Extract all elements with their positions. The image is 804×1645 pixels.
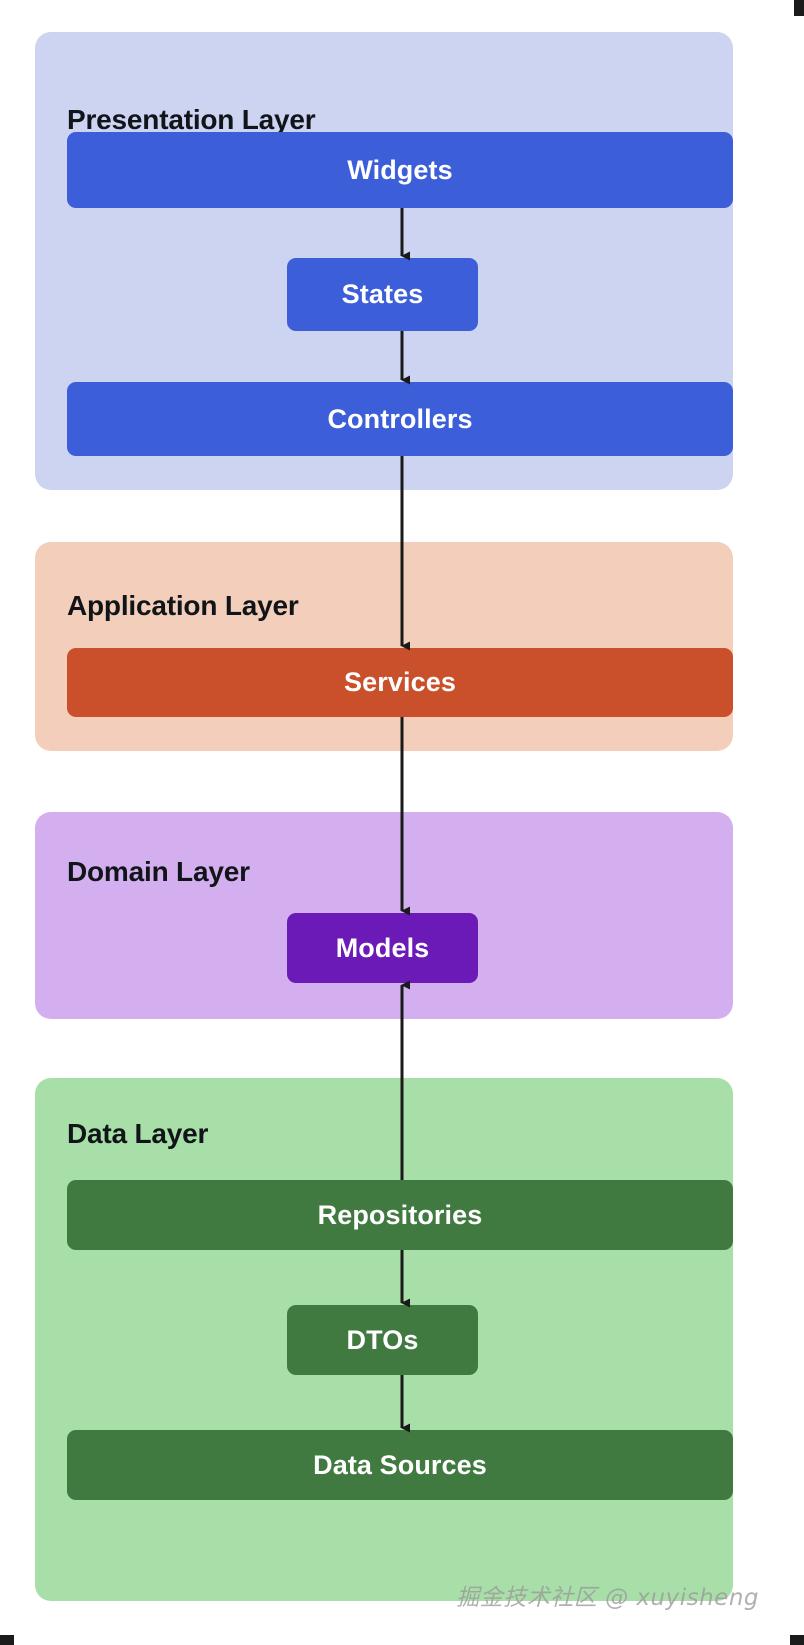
node-label-services: Services (344, 667, 456, 697)
node-label-dtos: DTOs (346, 1324, 419, 1355)
node-label-repositories: Repositories (317, 1199, 483, 1230)
node-controllers[interactable]: Controllers (67, 382, 733, 456)
layer-title-presentation: Presentation Layer (67, 104, 316, 135)
corner-mark-bottom-right (790, 1635, 804, 1645)
node-services[interactable]: Services (67, 648, 733, 717)
node-states[interactable]: States (287, 258, 478, 331)
node-repositories[interactable]: Repositories (67, 1180, 733, 1250)
watermark: 掘金技术社区 @ xuyisheng (456, 1585, 759, 1611)
layer-application: Application Layer (35, 542, 733, 751)
node-label-widgets: Widgets (347, 154, 453, 185)
node-models[interactable]: Models (287, 913, 478, 983)
corner-mark-bottom-left (0, 1635, 14, 1645)
node-datasources[interactable]: Data Sources (67, 1430, 733, 1500)
node-label-models: Models (335, 932, 430, 963)
node-dtos[interactable]: DTOs (287, 1305, 478, 1375)
node-widgets[interactable]: Widgets (67, 132, 733, 208)
layer-title-domain: Domain Layer (67, 856, 250, 887)
corner-mark-top-right (794, 0, 804, 16)
layer-title-data: Data Layer (67, 1118, 209, 1149)
node-label-states: States (341, 279, 424, 309)
layer-domain: Domain Layer (35, 812, 733, 1019)
node-label-controllers: Controllers (327, 403, 473, 434)
node-label-datasources: Data Sources (313, 1449, 487, 1480)
layer-title-application: Application Layer (67, 590, 299, 621)
